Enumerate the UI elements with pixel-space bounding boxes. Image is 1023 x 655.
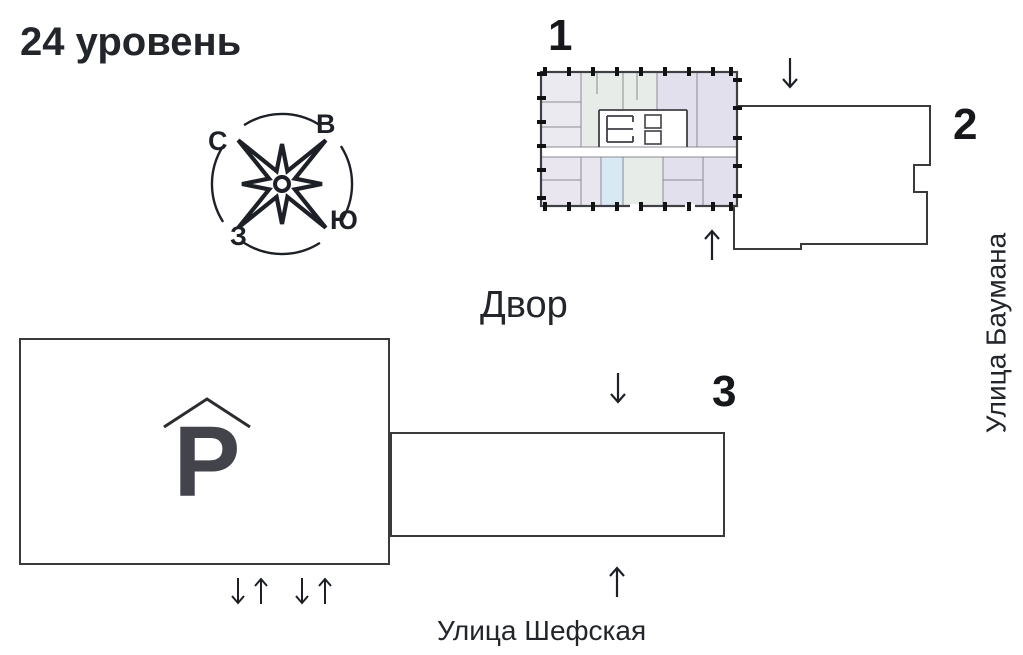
building-1-floorplan[interactable]	[537, 60, 742, 212]
building-2-outline[interactable]	[730, 100, 940, 260]
parking-roof-icon	[163, 397, 251, 429]
building-2-label[interactable]: 2	[953, 100, 978, 149]
compass-label-north: С	[208, 126, 228, 156]
courtyard-label: Двор	[480, 284, 568, 326]
compass-label-south: Ю	[330, 205, 358, 235]
building-3-outline[interactable]	[390, 432, 725, 537]
parking-ramp-arrow-down-icon	[295, 578, 309, 605]
compass-label-east: В	[316, 109, 336, 139]
building-1-label[interactable]: 1	[548, 11, 573, 60]
building-2-shape	[733, 105, 931, 250]
compass: С В Ю З	[200, 95, 380, 270]
entry-arrow-down-building3-icon	[610, 373, 626, 404]
compass-label-west: З	[230, 221, 247, 251]
street-label-baumana: Улица Баумана	[980, 232, 1012, 434]
street-label-shefskaya: Улица Шефская	[437, 615, 647, 646]
parking-ramp-arrow-up-icon	[254, 577, 268, 604]
page-title: 24 уровень	[20, 20, 242, 64]
parking-building[interactable]: P	[19, 338, 390, 565]
compass-rose-icon	[210, 112, 354, 256]
building-3-label[interactable]: 3	[712, 367, 737, 416]
parking-ramp-arrow-up-icon	[318, 577, 332, 604]
entry-arrow-up-building1-icon	[704, 229, 720, 260]
building-1-plan-drawing	[537, 67, 742, 211]
parking-ramp-arrow-down-icon	[231, 578, 245, 605]
entry-arrow-down-building2-icon	[782, 58, 798, 89]
parking-symbol: P	[173, 406, 241, 518]
entry-arrow-up-building3-icon	[609, 566, 625, 597]
